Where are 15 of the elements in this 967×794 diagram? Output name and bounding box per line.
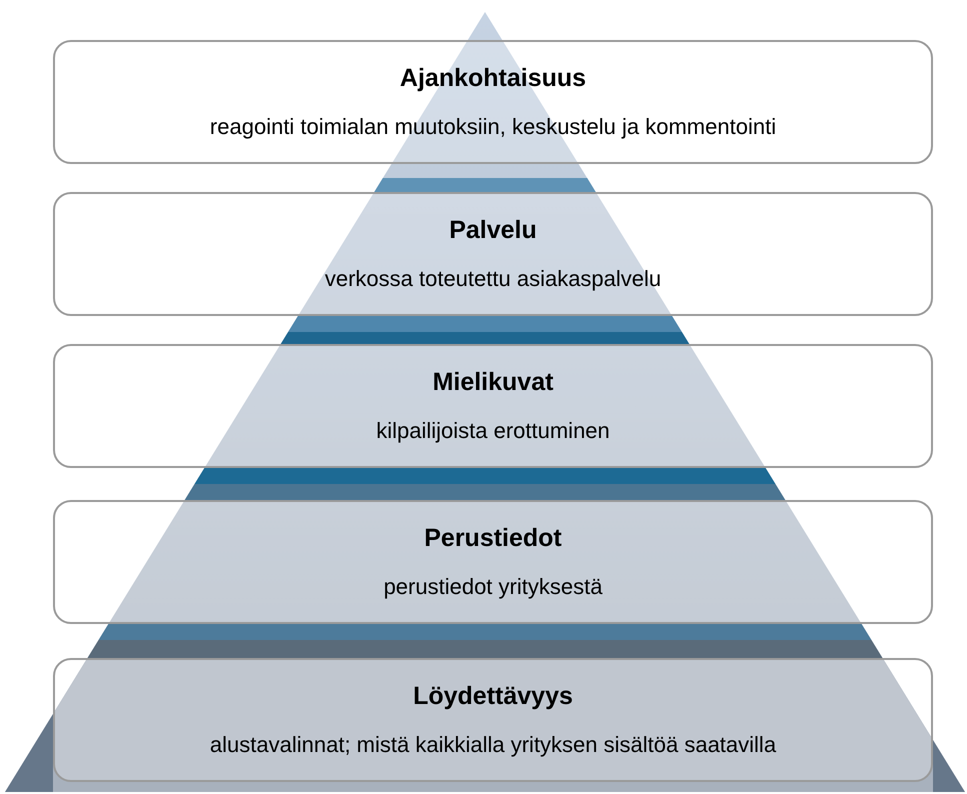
level-title: Palvelu [449,216,537,245]
level-description: kilpailijoista erottuminen [376,418,610,444]
level-title: Löydettävyys [413,682,573,711]
level-title: Mielikuvat [432,368,554,397]
level-description: perustiedot yrityksestä [384,574,602,600]
pyramid-level-box [53,658,933,782]
level-title: Ajankohtaisuus [400,64,586,93]
level-description: verkossa toteutettu asiakaspalvelu [324,266,662,292]
pyramid-level-box [53,192,933,316]
pyramid-level-box [53,344,933,468]
level-description: alustavalinnat; mistä kaikkialla yrityksen sisältöä saatavilla [210,732,776,758]
pyramid-level-box [53,500,933,624]
level-title: Perustiedot [424,524,562,553]
level-description: reagointi toimialan muutoksiin, keskustelu ja kommentointi [210,114,776,140]
pyramid-level-box [53,40,933,164]
